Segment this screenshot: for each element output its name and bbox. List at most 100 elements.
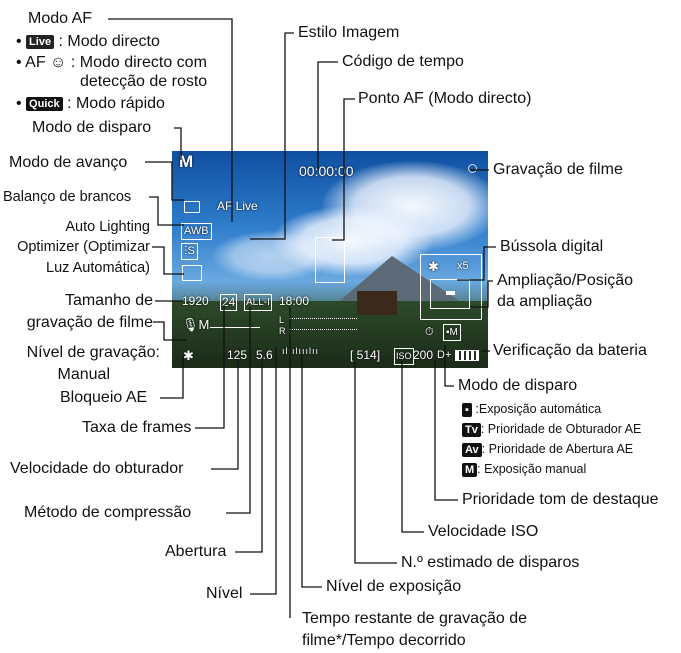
iso-readout: 200 [413,348,434,362]
audio-meter-r [289,329,357,330]
trees [172,301,488,368]
leader-vel-obt [211,361,239,470]
label-amp-2: da ampliação [497,293,593,310]
compression-readout: ALL-I [244,294,272,311]
label-alo-2: Optimizer (Optimizar [17,239,150,255]
label-taxa: Taxa de frames [82,419,192,436]
audio-level-slider [210,327,260,328]
ae-lock-icon: ✱ [183,348,194,363]
label-tamanho-2: gravação de filme [26,314,153,331]
legend-exp-auto-label: :Exposição automática [475,402,602,416]
exposure-scale: ılıılııılıı [282,346,320,356]
magnify-star: ✱ [428,259,439,274]
leader-bloqueio [160,357,184,399]
leader-amp [470,280,493,308]
leader-balanco [149,196,184,226]
magnify-value: x5 [457,260,469,272]
label-modo-af: Modo AF [28,10,93,27]
remaining-time-readout: 18:00 [279,294,310,308]
leader-abertura [235,361,263,553]
aperture-readout: 5.6 [256,348,273,362]
legend-exp-manual: M: Exposição manual [462,461,586,477]
leader-modo-af [108,18,233,222]
label-tempo-2: filme*/Tempo decorrido [302,632,466,649]
record-mode-icon: ⏱ [425,326,434,338]
label-modo-disparo: Modo de disparo [32,119,152,136]
leader-modo-disparo-r [444,345,454,387]
af-mode-indicator: AF Live [217,199,258,213]
leader-disparos [354,361,397,564]
label-ponto-af: Ponto AF (Modo directo) [358,90,532,107]
af-quick-item: • Quick : Modo rápido [16,95,165,112]
leader-modo-disparo [174,127,182,160]
legend-prio-abe: Av: Prioridade de Abertura AE [462,441,633,457]
label-amp-1: Ampliação/Posição [497,272,634,289]
label-gravacao: Gravação de filme [493,161,623,178]
legend-prio-abe-label: : Prioridade de Abertura AE [481,442,634,456]
af-live-label: Modo directo [67,33,160,50]
shots-readout: [ 514] [350,348,381,362]
label-metodo: Método de compressão [24,504,192,521]
af-live-item: • Live : Modo directo [16,33,160,50]
magnify-position [430,279,470,309]
battery-icon [455,350,479,361]
level-r-label: R [279,326,286,336]
timecode-readout: 00:00:00 [299,163,354,179]
lcd-screen: M 00:00:00 AF Live AWB ⵗS ✱ x5 1920 24 A… [172,151,488,368]
label-velocidade-obt: Velocidade do obturador [10,460,184,477]
leader-nivel-grav [153,321,187,341]
label-tamanho-1: Tamanho de [64,292,153,309]
legend-exp-manual-label: : Exposição manual [477,462,587,476]
movie-auto-icon: ▪ [462,402,472,417]
af-point-frame [315,237,345,283]
d-plus-indicator: D+ [437,349,452,361]
magnify-position-mark [446,291,455,295]
frame-rate-readout: 24 [220,294,238,311]
label-alo-3: Luz Automática) [46,260,150,276]
shooting-mode-letter: M [179,152,194,171]
leader-estilo [250,32,294,240]
alo-icon [182,265,202,281]
label-modo-avanco: Modo de avanço [9,154,128,171]
audio-meter-l [289,318,357,319]
label-modo-disparo-r: Modo de disparo [458,377,578,394]
drive-mode-icon [184,201,200,213]
movie-manual-icon: ▪M [443,324,461,341]
leader-nivel [250,347,277,595]
leader-bussola [457,246,496,281]
legend-exp-auto: ▪ :Exposição automática [462,401,601,417]
label-nivel-exp: Nível de exposição [326,578,462,595]
leader-avanco [145,161,184,201]
legend-prio-obt: Tv: Prioridade de Obturador AE [462,421,641,437]
leader-ponto-af [332,98,355,241]
label-nivel: Nível [206,585,243,602]
af-quick-tag: Quick [26,96,63,111]
label-codigo: Código de tempo [342,53,464,70]
label-alo-1: Auto Lighting [65,219,150,235]
leader-taxa [195,305,225,429]
leader-metodo [226,307,251,514]
label-estilo: Estilo Imagem [298,24,400,41]
leader-prioridade-tom [434,360,458,501]
af-quick-label: Modo rápido [75,95,165,112]
label-velocidade-iso: Velocidade ISO [428,523,539,540]
af-face-label-1: Modo directo com [79,54,207,71]
label-disparos: N.º estimado de disparos [401,554,580,571]
af-face-item: • AF ☺ : Modo directo com [16,54,207,71]
magnify-frame [420,254,482,320]
leader-iso [401,361,424,533]
picture-style-icon: ⵗS [181,243,198,260]
label-nivel-grav-2: Manual [57,366,110,383]
movie-tv-icon: Tv [462,422,481,437]
iso-icon: ISO [394,348,414,365]
wb-icon: AWB [181,223,212,240]
shutter-readout: 125 [227,348,248,362]
label-abertura: Abertura [165,543,227,560]
movie-m-icon: M [462,462,478,477]
label-balanco: Balanço de brancos [3,189,132,205]
leader-nivel-exp [301,355,322,588]
label-bloqueio: Bloqueio AE [60,389,148,406]
leader-codigo [317,61,338,170]
